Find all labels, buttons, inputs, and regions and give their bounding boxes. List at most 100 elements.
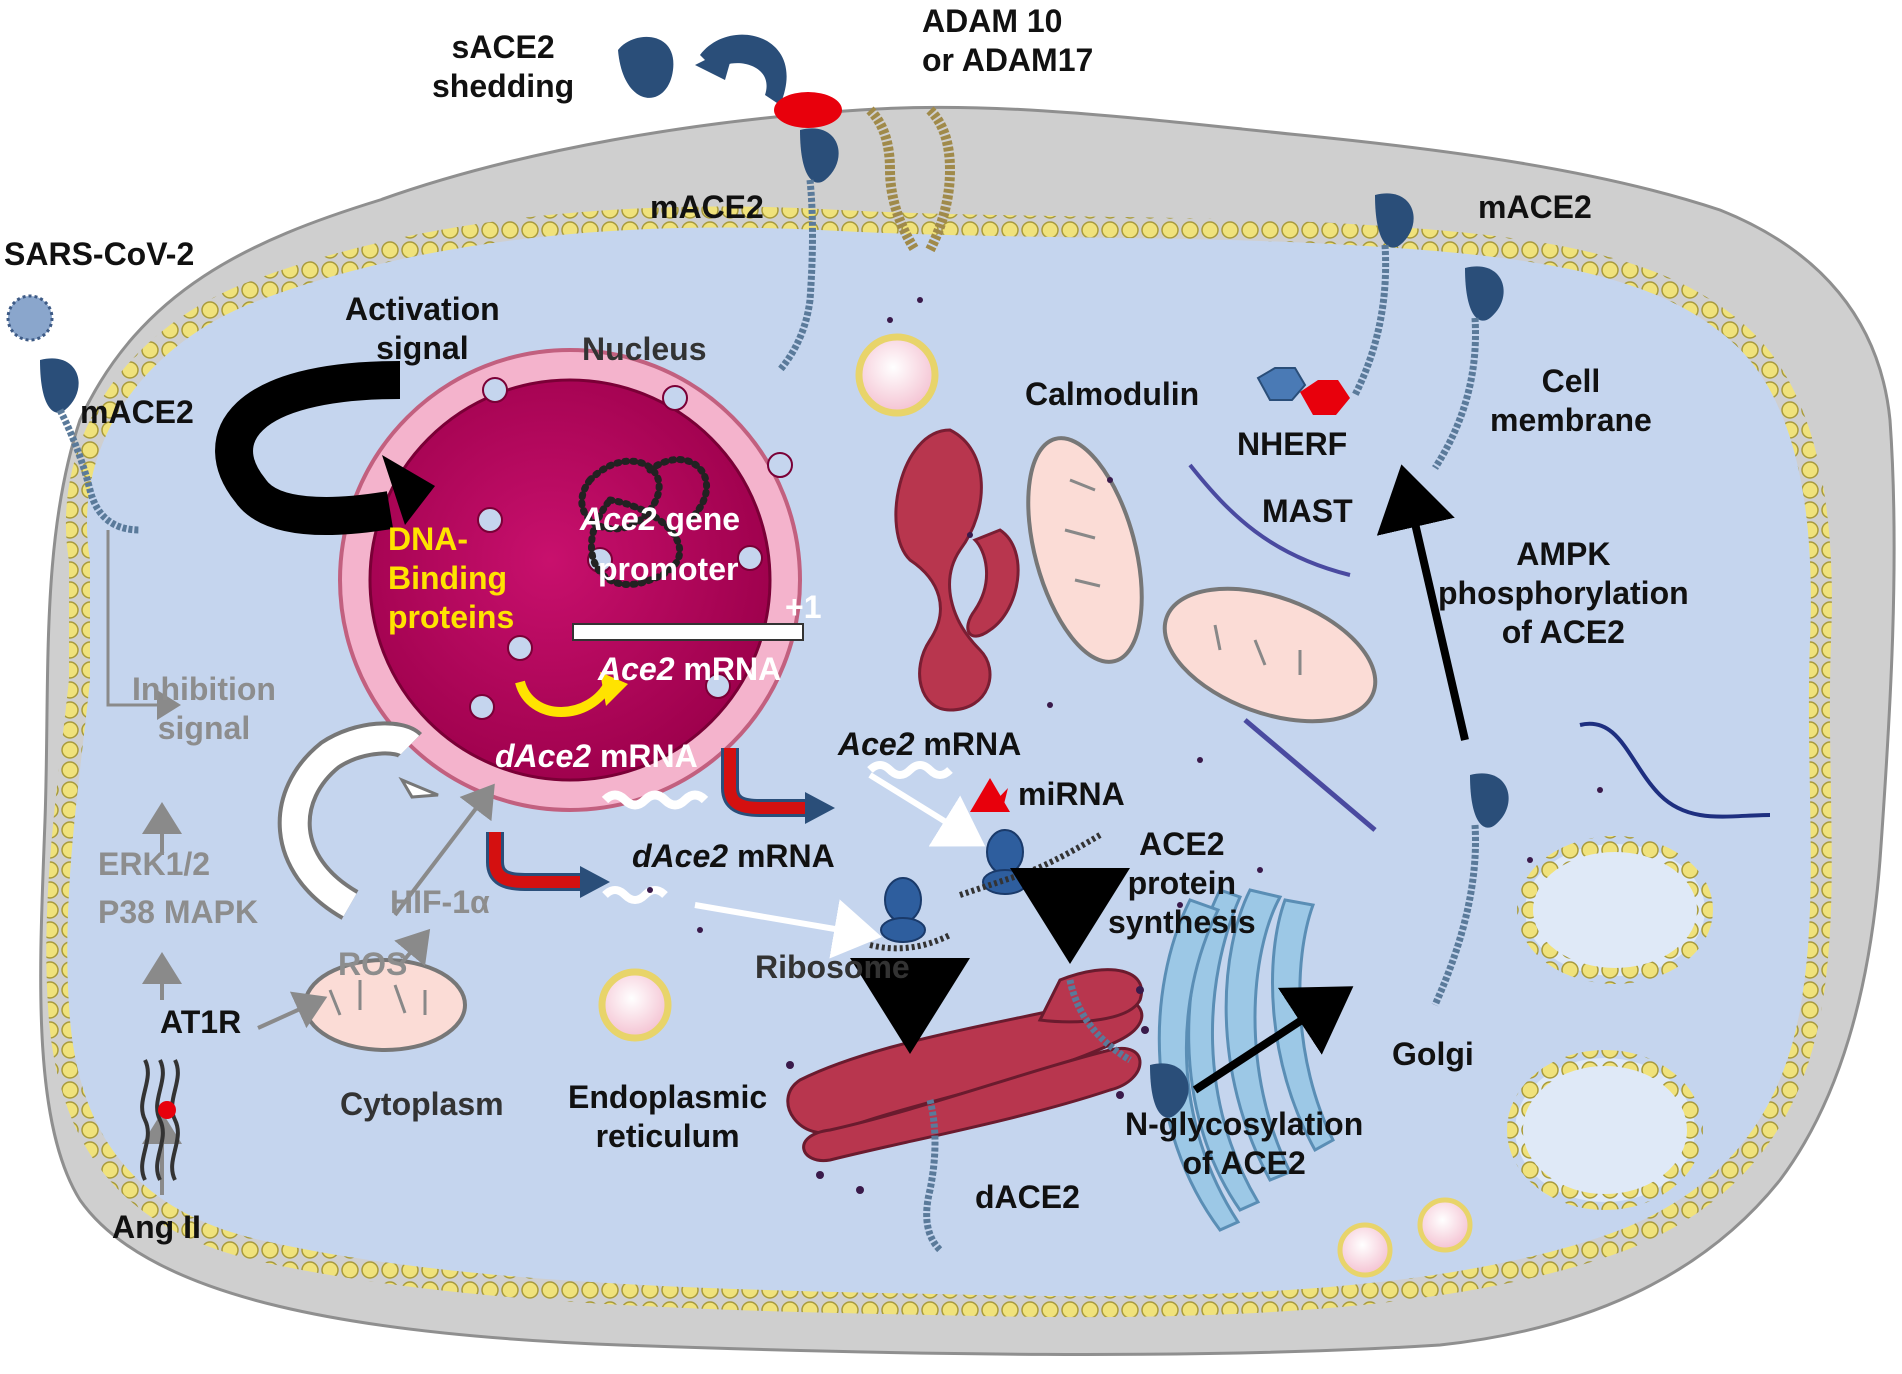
cytoplasm-dots <box>647 297 1603 933</box>
er-line-2: reticulum <box>595 1118 740 1154</box>
nherf-hexagon <box>1300 380 1350 415</box>
ace2-mrna-nucleus-label: Ace2 mRNA <box>598 650 781 689</box>
calmodulin-label: Calmodulin <box>1025 376 1200 412</box>
adam-label: ADAM 10 or ADAM17 <box>922 2 1093 80</box>
dace2-label: dACE2 <box>975 1179 1080 1215</box>
dna-binding-line-1: DNA- <box>388 521 468 557</box>
inhibition-line-1: Inhibition <box>132 671 276 707</box>
at1r-receptor <box>140 1059 180 1181</box>
nucleus <box>338 348 804 812</box>
ace2-mrna-nuc-rest: mRNA <box>674 651 782 687</box>
plus-one-label: +1 <box>785 589 822 625</box>
ang-ii-label: Ang II <box>112 1209 201 1245</box>
mitochondrion-upper <box>1026 436 1144 664</box>
mace2-right-label: mACE2 <box>1478 189 1592 225</box>
endosome-upper <box>1517 836 1713 984</box>
golgi-apparatus <box>1157 888 1335 1232</box>
yellow-arrow-head <box>600 672 628 706</box>
dace2-mrna-nuc-rest: mRNA <box>591 738 698 774</box>
mirna-triangle <box>970 778 1010 812</box>
inhibition-signal-label: Inhibition signal <box>132 670 276 748</box>
nucleus-label: Nucleus <box>582 331 707 367</box>
adam-line-1: ADAM 10 <box>922 3 1063 39</box>
dna-binding-label: DNA- Binding proteins <box>388 520 514 637</box>
ace2-mrna-cyto-italic: Ace2 <box>838 726 915 762</box>
mast-line-2 <box>1243 718 1377 832</box>
ros-arrow <box>394 928 431 967</box>
sace2-piece <box>618 36 674 98</box>
mast-label: MAST <box>1262 493 1353 529</box>
cell-membrane-line-2: membrane <box>1490 402 1652 438</box>
ace2-protein-synthesis-label: ACE2 protein synthesis <box>1108 825 1256 942</box>
white-arrow-dace2 <box>694 899 882 959</box>
dna-binding-line-2: Binding <box>388 560 508 596</box>
ribosome-2 <box>869 877 952 952</box>
vesicle-top <box>855 333 939 417</box>
ace2-mrna-cyto-rest: mRNA <box>914 726 1022 762</box>
mrna-squiggle-nucleus <box>601 790 709 810</box>
er-upper <box>894 428 1020 712</box>
chromatin <box>578 456 711 588</box>
at1r-label: AT1R <box>160 1004 242 1040</box>
dace2-mrna-cyto-italic: dAce2 <box>632 838 729 874</box>
sace2-line-1: sACE2 <box>451 29 555 65</box>
dace2-mrna-cyto-label: dAce2 mRNA <box>632 837 835 876</box>
sars-cov2-label: SARS-CoV-2 <box>4 236 195 272</box>
dace2-er <box>923 979 1189 1253</box>
er-lower <box>786 968 1144 1163</box>
cell-membrane-label: Cell membrane <box>1490 362 1652 440</box>
white-arrow-ace2 <box>868 772 986 847</box>
vesicle-bottom-1 <box>1337 1222 1393 1278</box>
inhibition-arrow <box>106 530 181 720</box>
ampk-line-3: of ACE2 <box>1501 614 1625 650</box>
hif-arrow <box>393 783 495 917</box>
promoter-label: promoter <box>598 551 739 587</box>
dace2-mrna-cyto-rest: mRNA <box>728 838 835 874</box>
er-dots <box>786 986 1149 1194</box>
synthesis-line-2: protein <box>1127 865 1237 901</box>
glycosylation-arrow <box>1192 986 1354 1094</box>
ace2-gene-italic: Ace2 <box>580 501 657 537</box>
inhibition-line-2: signal <box>157 710 251 746</box>
dace2-mrna-nucleus-label: dAce2 mRNA <box>495 737 698 776</box>
sace2-line-2: shedding <box>432 68 575 104</box>
n-glyco-line-1: N-glycosylation <box>1125 1106 1364 1142</box>
mirna-label: miRNA <box>1018 776 1125 812</box>
er-line-1: Endoplasmic <box>568 1079 768 1115</box>
adam-line-2: or ADAM17 <box>922 42 1094 78</box>
mace2-right-2 <box>1432 266 1504 470</box>
activation-line-2: signal <box>376 330 469 366</box>
red-export-arrow-2-head <box>580 866 610 898</box>
ace2-golgi <box>1431 773 1509 1007</box>
mrna-squiggle-cyto-1 <box>867 761 953 779</box>
ampk-label: AMPK phosphorylation of ACE2 <box>1438 535 1689 652</box>
activation-arrow <box>215 361 401 535</box>
feedback-arrow <box>281 725 420 917</box>
promoter-bar <box>572 623 804 641</box>
sars-cov2-virus <box>6 294 54 342</box>
ampk-line-1: AMPK <box>1516 536 1611 572</box>
ampk-arrow <box>1376 464 1469 741</box>
er-label: Endoplasmic reticulum <box>568 1078 767 1156</box>
vesicle-mid <box>598 968 672 1042</box>
hif-label: HIF-1α <box>390 884 490 920</box>
mace2-left-label: mACE2 <box>80 394 194 430</box>
mast-line <box>1188 463 1351 577</box>
ace2-gene-label: Ace2 gene <box>580 500 740 539</box>
calmodulin-hexagon <box>1256 367 1307 401</box>
ace2-mrna-cyto-label: Ace2 mRNA <box>838 725 1021 764</box>
adam-transmembrane <box>866 106 956 253</box>
dace2-mrna-nuc-italic: dAce2 <box>495 738 592 774</box>
activation-signal-label: Activation signal <box>345 290 500 368</box>
cell-membrane-line-1: Cell <box>1541 363 1601 399</box>
mitochondrion-left <box>303 958 467 1052</box>
mace2-top <box>777 128 839 373</box>
mrna-squiggle-cyto-2 <box>602 886 668 904</box>
activation-line-1: Activation <box>345 291 500 327</box>
ang-ii-dot <box>158 1101 176 1119</box>
sace2-arrow-head <box>695 45 735 80</box>
dna-binding-line-3: proteins <box>388 599 515 635</box>
n-glycosylation-label: N-glycosylation of ACE2 <box>1125 1105 1363 1183</box>
